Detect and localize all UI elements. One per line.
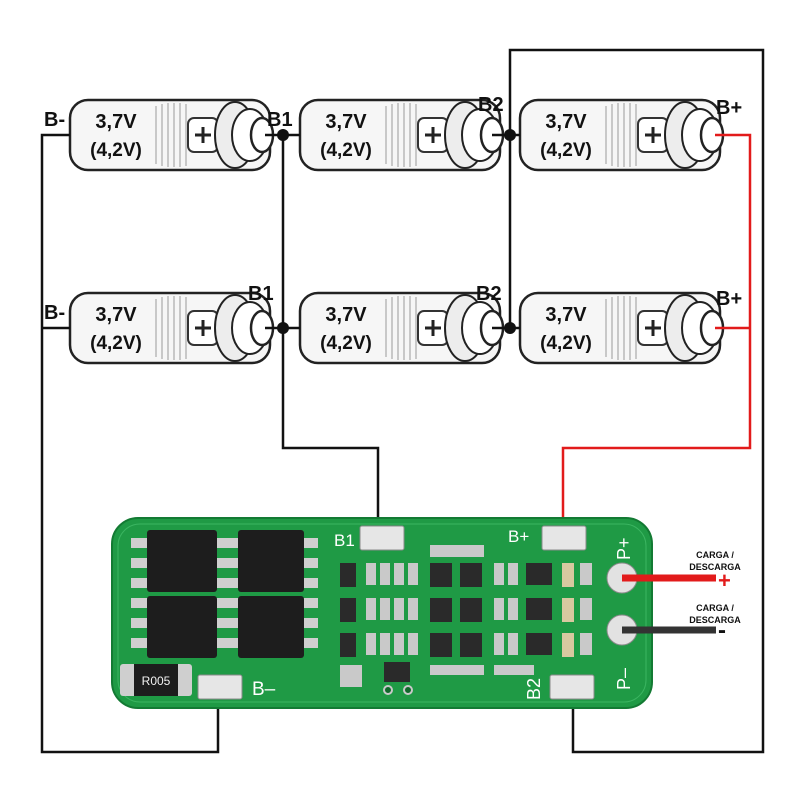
output-negative-lead: CARGA / DESCARGA - xyxy=(622,603,741,644)
silk-p-plus: P+ xyxy=(614,537,634,560)
cell-row2-1: 3,7V (4,2V) xyxy=(68,291,275,365)
cell-voltage: 3,7V xyxy=(95,304,137,326)
cell-row2-3: 3,7V (4,2V) xyxy=(518,291,725,365)
bms-board: R005 B1 B+ B– B2 xyxy=(111,517,653,709)
silk-b1: B1 xyxy=(334,531,355,550)
label-b2: B2 xyxy=(478,94,504,116)
cell-charged-voltage: (4,2V) xyxy=(90,140,142,161)
silk-b-minus: B– xyxy=(252,679,276,700)
silk-p-minus: P– xyxy=(614,668,634,690)
cell-voltage: 3,7V xyxy=(545,111,587,133)
positive-wiring xyxy=(561,133,752,528)
cell-voltage: 3,7V xyxy=(95,111,137,133)
label-b-minus: B- xyxy=(44,109,65,131)
output-negative-label-line2: DESCARGA xyxy=(689,615,741,625)
label-b1: B1 xyxy=(267,109,293,131)
solder-pads xyxy=(197,525,638,700)
label-b-minus: B- xyxy=(44,302,65,324)
minus-sign: - xyxy=(718,617,726,644)
black-wiring xyxy=(40,48,765,754)
cell-charged-voltage: (4,2V) xyxy=(320,140,372,161)
cell-charged-voltage: (4,2V) xyxy=(320,333,372,354)
cell-row1-1: 3,7V (4,2V) xyxy=(68,98,275,172)
silk-b2: B2 xyxy=(524,678,544,700)
shunt-resistor: R005 xyxy=(120,664,192,696)
cell-row1-3: 3,7V (4,2V) xyxy=(518,98,725,172)
label-b1: B1 xyxy=(248,283,274,305)
label-b-plus: B+ xyxy=(716,97,742,119)
smd-components xyxy=(340,545,592,687)
cell-voltage: 3,7V xyxy=(325,304,367,326)
cell-charged-voltage: (4,2V) xyxy=(90,333,142,354)
resistor-code: R005 xyxy=(142,674,171,688)
cell-row1-2: 3,7V (4,2V) xyxy=(298,98,505,172)
cell-charged-voltage: (4,2V) xyxy=(540,140,592,161)
output-negative-label-line1: CARGA / xyxy=(696,603,734,613)
cell-charged-voltage: (4,2V) xyxy=(540,333,592,354)
output-positive-lead: CARGA / DESCARGA + xyxy=(622,550,741,593)
output-positive-label-line2: DESCARGA xyxy=(689,562,741,572)
cell-row2-2: 3,7V (4,2V) xyxy=(298,291,505,365)
cell-voltage: 3,7V xyxy=(545,304,587,326)
output-positive-label-line1: CARGA / xyxy=(696,550,734,560)
label-b-plus: B+ xyxy=(716,288,742,310)
cell-voltage: 3,7V xyxy=(325,111,367,133)
mounting-holes xyxy=(383,685,413,695)
label-b2: B2 xyxy=(476,283,502,305)
plus-sign: + xyxy=(718,568,731,593)
junction-dots xyxy=(277,129,516,334)
silk-b-plus: B+ xyxy=(508,527,529,546)
mosfet-packages xyxy=(131,530,318,658)
